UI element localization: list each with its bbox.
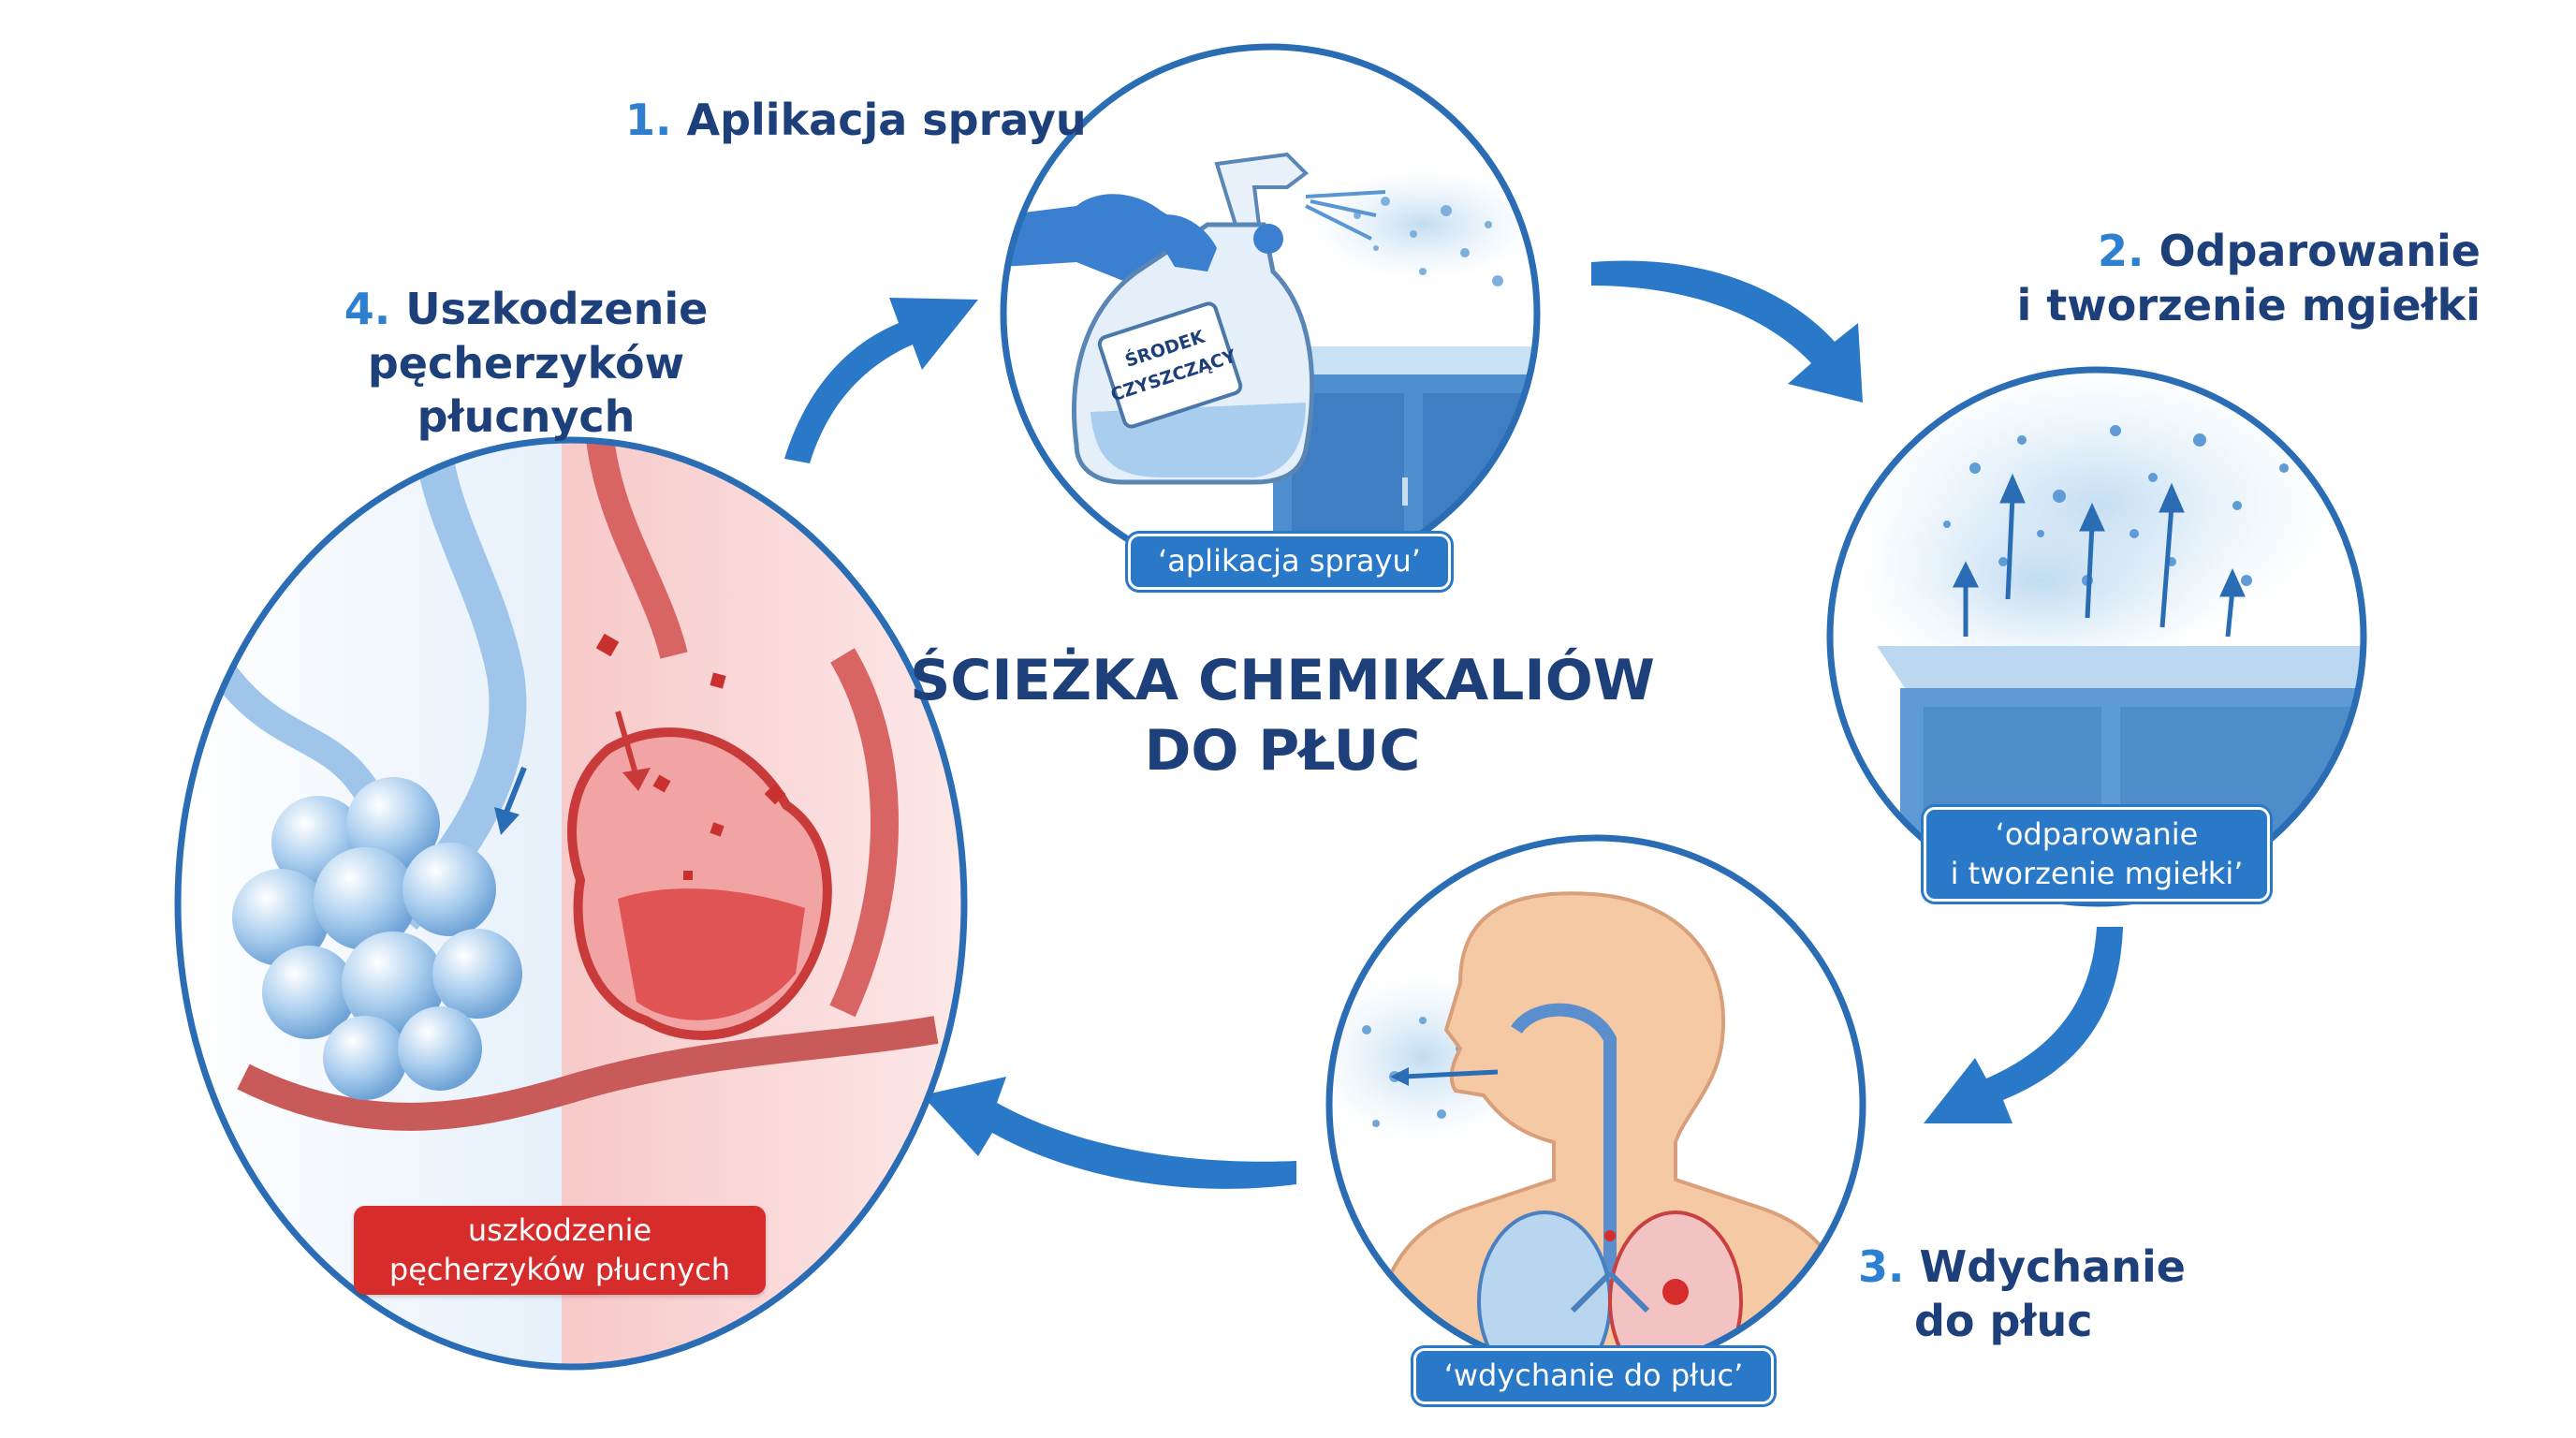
- step2-caption: ‘odparowanie i tworzenie mgiełki’: [1924, 807, 2270, 902]
- step3-illustration: [1325, 834, 1866, 1375]
- step1-number: 1.: [625, 95, 672, 145]
- step3-heading: 3. Wdychanie do płuc: [1858, 1240, 2251, 1348]
- step4-number: 4.: [344, 284, 391, 334]
- healthy-alveoli: [232, 777, 522, 1100]
- step1-caption: ‘aplikacja sprayu’: [1128, 534, 1451, 590]
- step1-heading: 1. Aplikacja sprayu: [625, 94, 1087, 148]
- step4-text-line2: pęcherzyków płucnych: [367, 337, 685, 443]
- step4-caption-line2: pęcherzyków płucnych: [388, 1251, 731, 1287]
- flow-arrows: [784, 260, 2123, 1189]
- arrow-step2-to-step3: [1924, 927, 2123, 1123]
- center-title: ŚCIEŻKA CHEMIKALIÓW DO PŁUC: [880, 646, 1685, 786]
- step3-number: 3.: [1858, 1241, 1905, 1292]
- step3-text-line1: Wdychanie: [1919, 1241, 2186, 1292]
- arrow-step4-to-step1: [784, 298, 978, 463]
- step3-caption: ‘wdychanie do płuc’: [1413, 1348, 1774, 1404]
- step4-text-line1: Uszkodzenie: [405, 284, 709, 334]
- damaged-alveolus: [567, 633, 832, 1040]
- arrow-step3-to-step4: [922, 1077, 1296, 1189]
- step4-caption: uszkodzenie pęcherzyków płucnych: [354, 1206, 766, 1296]
- step2-caption-line2: i tworzenie mgiełki’: [1950, 855, 2244, 891]
- step4-heading: 4. Uszkodzenie pęcherzyków płucnych: [264, 283, 788, 445]
- arrow-step1-to-step2: [1591, 260, 1863, 403]
- center-title-line2: DO PŁUC: [1144, 718, 1421, 784]
- center-title-line1: ŚCIEŻKA CHEMIKALIÓW: [910, 648, 1655, 713]
- step2-text-line2: i tworzenie mgiełki: [2016, 279, 2481, 330]
- step2-heading: 2. Odparowanie i tworzenie mgiełki: [1919, 225, 2481, 332]
- step2-caption-line1: ‘odparowanie: [1995, 816, 2199, 852]
- step4-caption-line1: uszkodzenie: [467, 1212, 652, 1248]
- step1-text: Aplikacja sprayu: [686, 95, 1087, 145]
- step2-text-line1: Odparowanie: [2159, 226, 2481, 276]
- step3-text-line2: do płuc: [1914, 1295, 2093, 1346]
- step2-number: 2.: [2097, 226, 2144, 276]
